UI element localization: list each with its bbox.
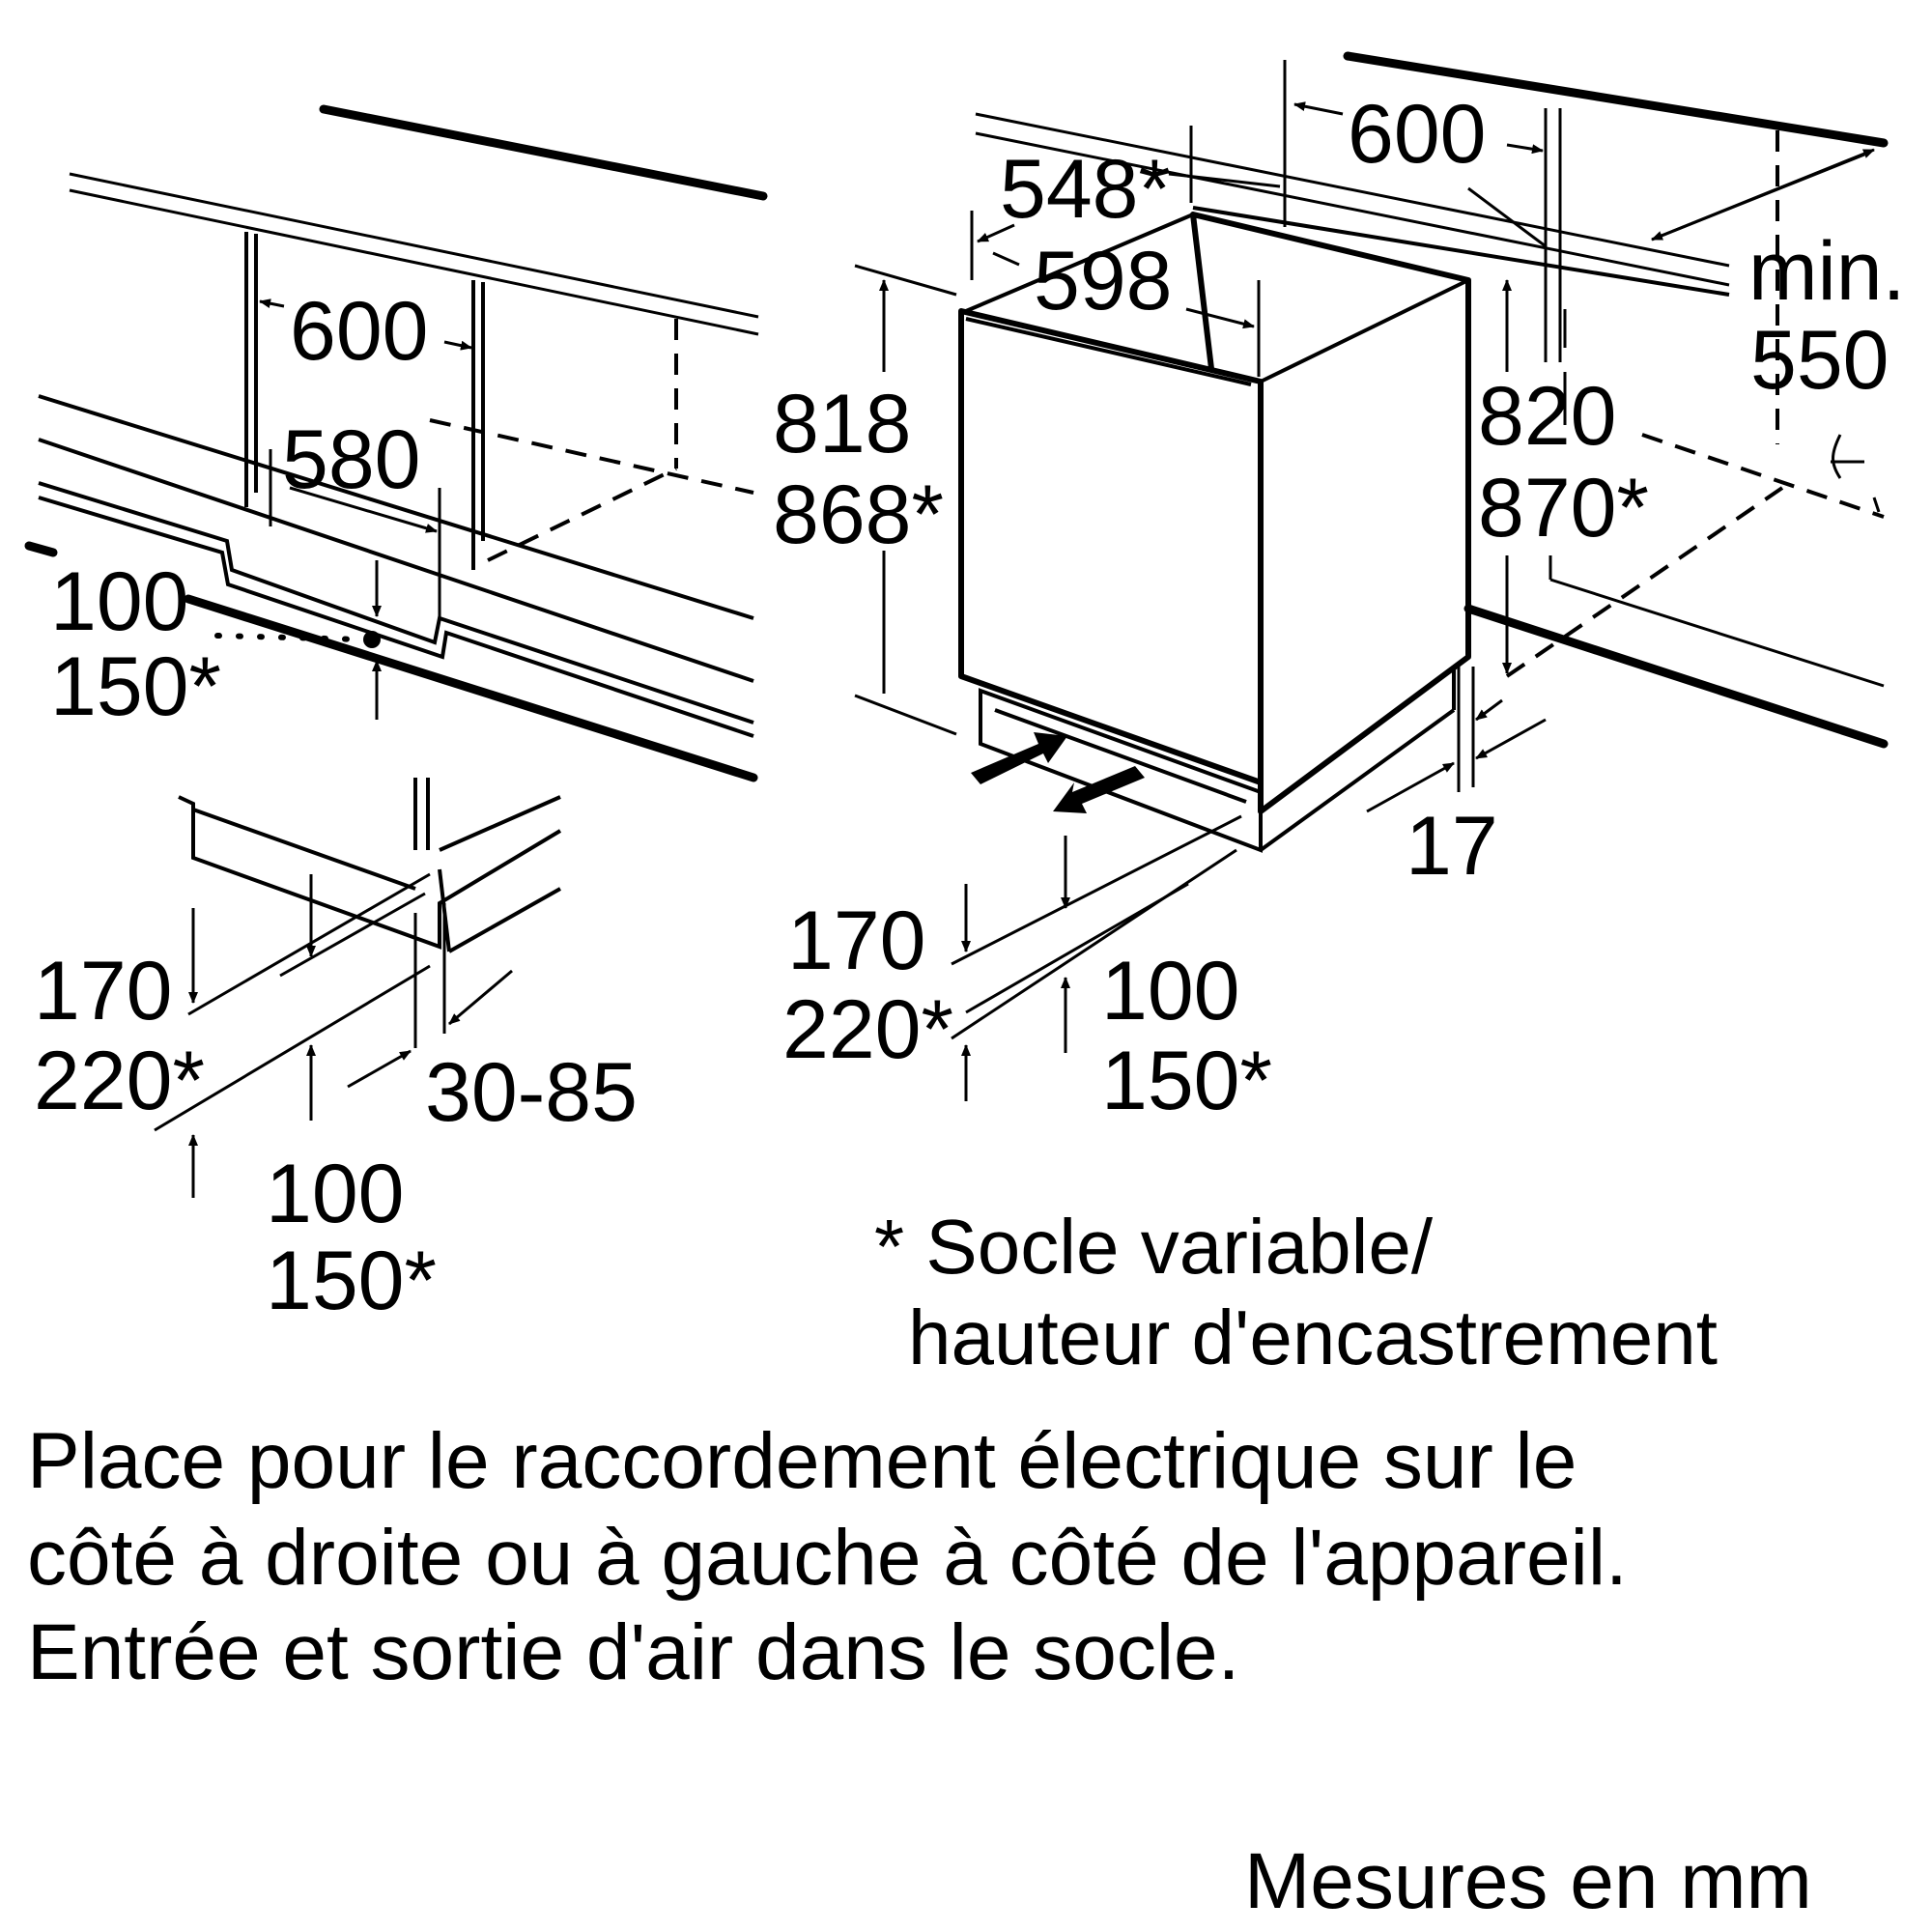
right-plinth-height-label-2: 220*: [782, 983, 953, 1076]
left-plinth-height-label-2: 220*: [34, 1035, 205, 1127]
left-vent-label-1: 100: [266, 1148, 405, 1240]
left-width-label: 600: [290, 285, 429, 378]
footnote-line-2: hauteur d'encastrement: [908, 1294, 1718, 1380]
right-vent-label-1: 100: [1101, 945, 1240, 1037]
left-gap-label-1: 100: [50, 555, 189, 648]
right-appliance-height-label-1: 818: [773, 378, 912, 470]
right-niche-depth-label-1: min.: [1748, 225, 1905, 318]
left-setback-label: 30-85: [425, 1046, 638, 1139]
left-niche-view: [24, 104, 768, 782]
right-depth-label: 548*: [1000, 143, 1171, 236]
footnote-line-1: * Socle variable/: [874, 1204, 1434, 1290]
right-vent-label-2: 150*: [1101, 1035, 1272, 1127]
info-line-3: Entrée et sortie d'air dans le socle.: [27, 1608, 1239, 1696]
right-door-gap-label: 17: [1406, 800, 1498, 893]
left-gap-label-2: 150*: [50, 640, 221, 733]
left-plinth-detail: [154, 778, 562, 1198]
right-niche-depth-label-2: 550: [1750, 314, 1889, 407]
info-line-1: Place pour le raccordement électrique su…: [27, 1417, 1577, 1505]
right-appliance-width-label: 598: [1034, 235, 1173, 327]
left-plinth-height-label-1: 170: [34, 945, 173, 1037]
left-depth-label: 580: [282, 413, 421, 506]
units-label: Mesures en mm: [1244, 1837, 1812, 1925]
right-appliance-height-label-2: 868*: [773, 469, 944, 561]
right-appliance-view: [854, 51, 1889, 1101]
right-plinth-height-label-1: 170: [787, 895, 926, 987]
right-niche-height-label-1: 820: [1478, 370, 1617, 463]
left-vent-label-2: 150*: [266, 1235, 437, 1327]
info-line-2: côté à droite ou à gauche à côté de l'ap…: [27, 1514, 1628, 1602]
right-niche-height-label-2: 870*: [1478, 462, 1649, 554]
right-width-label: 600: [1348, 88, 1487, 181]
